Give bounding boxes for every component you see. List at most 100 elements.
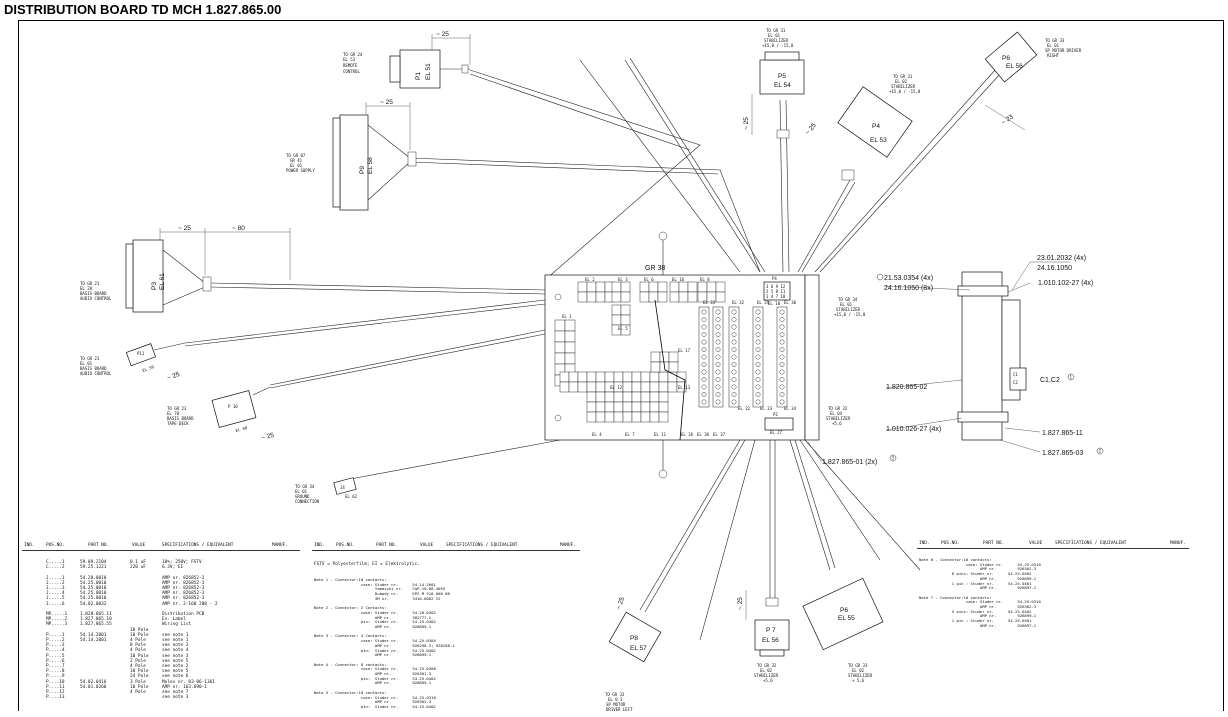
col-value: VALUE bbox=[1029, 541, 1043, 546]
dest-line: EL 01 bbox=[80, 361, 93, 366]
terminal-cell bbox=[631, 401, 642, 413]
terminal-cell bbox=[611, 281, 622, 293]
dimension: ~ 25 bbox=[261, 432, 276, 442]
terminal-cell bbox=[639, 291, 650, 303]
pin bbox=[755, 324, 761, 330]
dimension: ~ 23 bbox=[1000, 113, 1015, 126]
col-spec: SPECIFICATIONS / EQUIVALENT bbox=[446, 543, 518, 548]
pin bbox=[715, 347, 721, 352]
dest-line: EL 28 bbox=[80, 286, 93, 291]
eyelet-top bbox=[658, 231, 668, 241]
pin bbox=[701, 309, 707, 315]
el-label: EL 3 bbox=[618, 277, 628, 282]
terminal-cell bbox=[657, 281, 668, 293]
p-label: P5 bbox=[778, 73, 786, 80]
terminal-cell bbox=[657, 291, 668, 303]
pin-header bbox=[698, 306, 710, 408]
pin bbox=[715, 332, 721, 337]
drawing-frame bbox=[18, 20, 1224, 711]
pin bbox=[701, 384, 707, 390]
terminal-cell bbox=[586, 411, 597, 423]
p-label: P 7 bbox=[766, 627, 776, 634]
el-label: EL 56 bbox=[762, 637, 779, 644]
connector-body bbox=[984, 31, 1038, 83]
el-label: EL 29 bbox=[757, 300, 770, 305]
terminal-cell bbox=[554, 319, 566, 332]
dest-line: TAPE DECK bbox=[167, 421, 189, 426]
pin bbox=[779, 324, 785, 330]
dimension: ~ 25 bbox=[743, 117, 750, 130]
connector-motor-right: P6 EL 56 ~ 23 TO GR 33 EL 01 SP MOTOR DR… bbox=[984, 31, 1082, 131]
el-label: EL 51 bbox=[425, 63, 432, 80]
pin-header bbox=[728, 306, 740, 408]
connector-body bbox=[608, 611, 662, 663]
pin bbox=[731, 392, 737, 397]
dimension: ~ 80 bbox=[232, 225, 245, 232]
pin bbox=[755, 354, 761, 360]
dest-line: EL 01 bbox=[295, 489, 308, 494]
pin bbox=[779, 332, 785, 337]
dest-line: GROUND bbox=[295, 494, 310, 499]
terminal-cell bbox=[604, 391, 615, 403]
pin bbox=[731, 317, 737, 322]
connector-stab2: P4 EL 53 ~ 25 TO GR 31 EL 02 STABILIZER … bbox=[804, 74, 921, 181]
pin bbox=[701, 317, 707, 322]
terminal-cell bbox=[577, 291, 588, 303]
dest-line: TO GR 34 bbox=[295, 484, 315, 489]
terminal-cell bbox=[595, 411, 606, 423]
connector-body bbox=[399, 49, 441, 89]
col-pos: POS.NO. bbox=[46, 543, 65, 548]
dimension: ~ 25 bbox=[178, 225, 191, 232]
col-ind: IND. bbox=[24, 543, 35, 548]
el-label: EL 8 bbox=[700, 277, 710, 282]
side-view-bottom-plate bbox=[957, 411, 1009, 423]
pin-strips bbox=[698, 306, 788, 408]
dest-line: BASIS BOARD bbox=[167, 416, 194, 421]
terminal-cell bbox=[622, 391, 633, 403]
terminal-cell bbox=[613, 411, 624, 423]
terminal-cell bbox=[604, 411, 615, 423]
pin bbox=[701, 362, 707, 367]
connector-remote: P1 EL 51 ~ 25 TO GR 24 EL 53 REMOTE CONT… bbox=[343, 31, 471, 89]
pin bbox=[701, 399, 707, 405]
terminal-grid bbox=[554, 281, 726, 423]
el-label: EL 17 bbox=[678, 348, 691, 353]
col-part: PART NO. bbox=[88, 543, 110, 548]
pin bbox=[755, 332, 761, 337]
col-pos: POS.NO. bbox=[336, 543, 355, 548]
pin bbox=[755, 384, 761, 390]
side-view-assembly: C1 C2 23.01.2032 (4x) 24.16.1050 21.53.0… bbox=[807, 255, 1104, 466]
dest-line: TO GR 32 bbox=[757, 663, 777, 668]
terminal-cell bbox=[564, 341, 576, 354]
terminal-cell bbox=[577, 381, 588, 393]
terminal-cell bbox=[604, 401, 615, 413]
p-label: P 10 bbox=[228, 404, 238, 409]
terminal-cell bbox=[669, 281, 680, 293]
callout-e: 1.820.865-02 bbox=[886, 384, 927, 391]
el-label: EL 4 bbox=[592, 432, 602, 437]
el-label: EL 1 bbox=[562, 314, 572, 319]
callout-g: 1.010.026-27 (4x) bbox=[886, 426, 941, 433]
dest-line: REMOTE bbox=[343, 63, 358, 68]
pin bbox=[779, 377, 785, 382]
terminal-cell bbox=[586, 381, 597, 393]
pin bbox=[731, 309, 737, 315]
pin bbox=[779, 347, 785, 352]
dest-line: +15,0 / -15,0 bbox=[762, 43, 794, 48]
connector-fin bbox=[759, 649, 785, 657]
terminal-cell bbox=[668, 351, 679, 363]
dimension: ~ 25 bbox=[615, 596, 626, 611]
dest-line: TO GR 33 bbox=[1045, 38, 1065, 43]
el-label: EL 56 bbox=[1006, 63, 1023, 70]
p-label: P8 bbox=[630, 635, 638, 642]
connector-tape: P 10 EL 60 ~ 25 TO GR 23 EL 70 BASIS BOA… bbox=[167, 386, 276, 442]
dest-line: + 5,6 bbox=[852, 678, 865, 683]
terminal-cell bbox=[640, 401, 651, 413]
pin bbox=[779, 354, 785, 360]
circle-number: 3 bbox=[892, 456, 895, 461]
pin bbox=[715, 384, 721, 390]
pin bbox=[779, 399, 785, 405]
terminal-cell bbox=[613, 391, 624, 403]
callout-i: 1.827.865-03 bbox=[1042, 450, 1083, 457]
